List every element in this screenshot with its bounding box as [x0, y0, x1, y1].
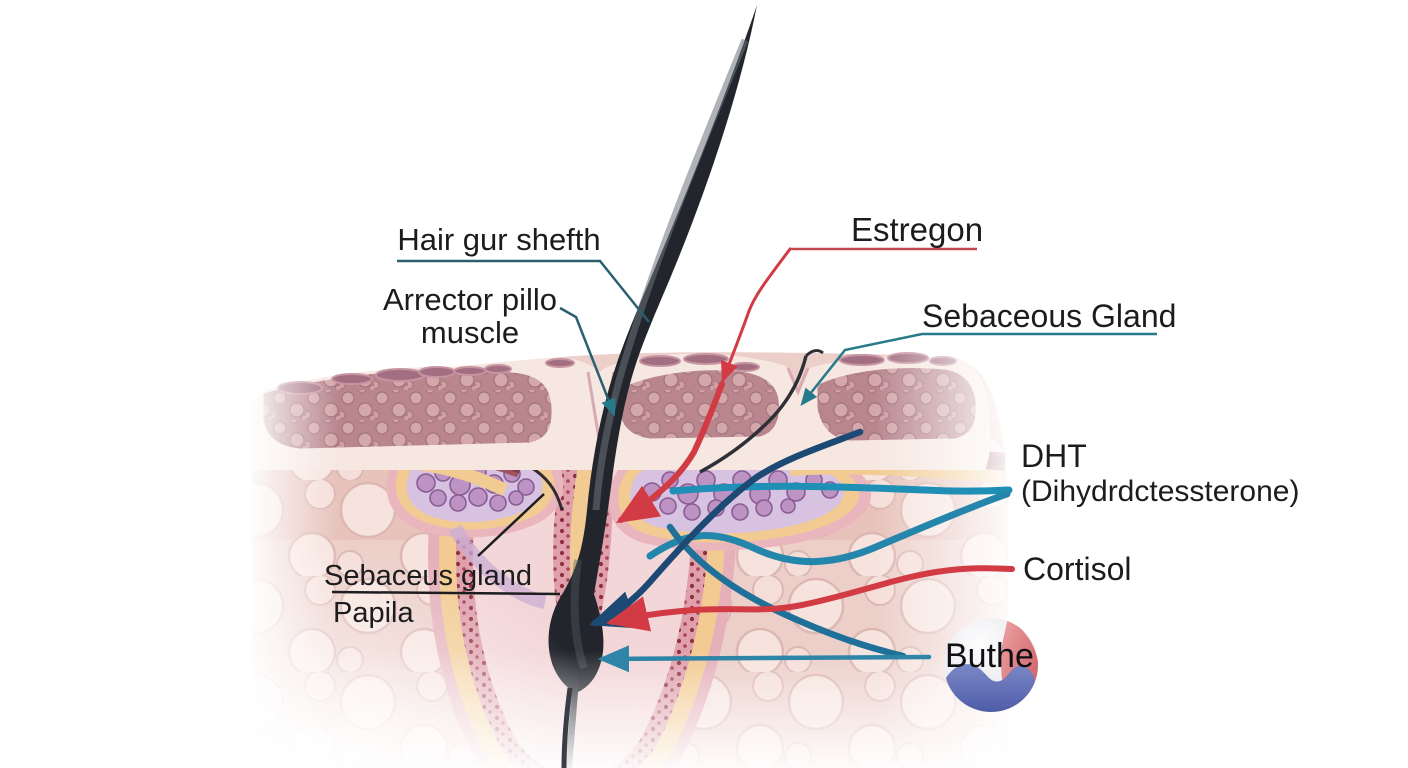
dht-line-lower — [646, 490, 1011, 565]
label-dht-full: (Dihydrdctessterone) — [1021, 475, 1300, 508]
label-estrogen: Estregon — [851, 211, 984, 248]
label-dht: DHT (Dihydrdctessterone) — [1021, 438, 1299, 510]
sebaceus-lower-pointer — [477, 493, 545, 557]
label-sebaceus-gland-lower: Sebaceus gland — [324, 560, 532, 592]
buthe-logo-sphere — [944, 618, 1038, 712]
estrogen-line-lower — [615, 381, 725, 524]
hair-shaft-leader — [397, 259, 650, 323]
label-papilla: Papila — [333, 597, 414, 629]
label-arrector-muscle: Arrector pillo muscle — [381, 283, 559, 349]
label-arrector-line1: Arrector pillo — [383, 282, 557, 317]
cortisol-line — [606, 565, 1015, 632]
label-dht-abbr: DHT — [1021, 438, 1087, 474]
buthe-logo-text: Buthe — [945, 637, 1034, 675]
label-sebaceous-gland: Sebaceous Gland — [922, 298, 1177, 334]
dht-line-upper — [669, 482, 1013, 495]
navy-s-curve — [666, 523, 907, 660]
label-arrector-line2: muscle — [420, 315, 520, 350]
hair-root-stem — [561, 687, 573, 768]
bulb-pointer-line — [597, 645, 932, 673]
hormone-lines — [588, 247, 1015, 673]
sebaceous-gland-leader — [800, 332, 1157, 406]
sebaceous-gland-right — [608, 451, 872, 551]
vellus-hair — [699, 349, 824, 474]
label-cortisol: Cortisol — [1023, 551, 1132, 587]
label-hair-shaft: Hair gur shefth — [397, 222, 601, 257]
sebaceus-lower-underline — [331, 590, 561, 596]
label-leaders — [331, 247, 1157, 596]
arrector-leader — [559, 306, 616, 417]
edge-fades — [248, 340, 1015, 768]
estrogen-line-upper — [720, 247, 792, 383]
